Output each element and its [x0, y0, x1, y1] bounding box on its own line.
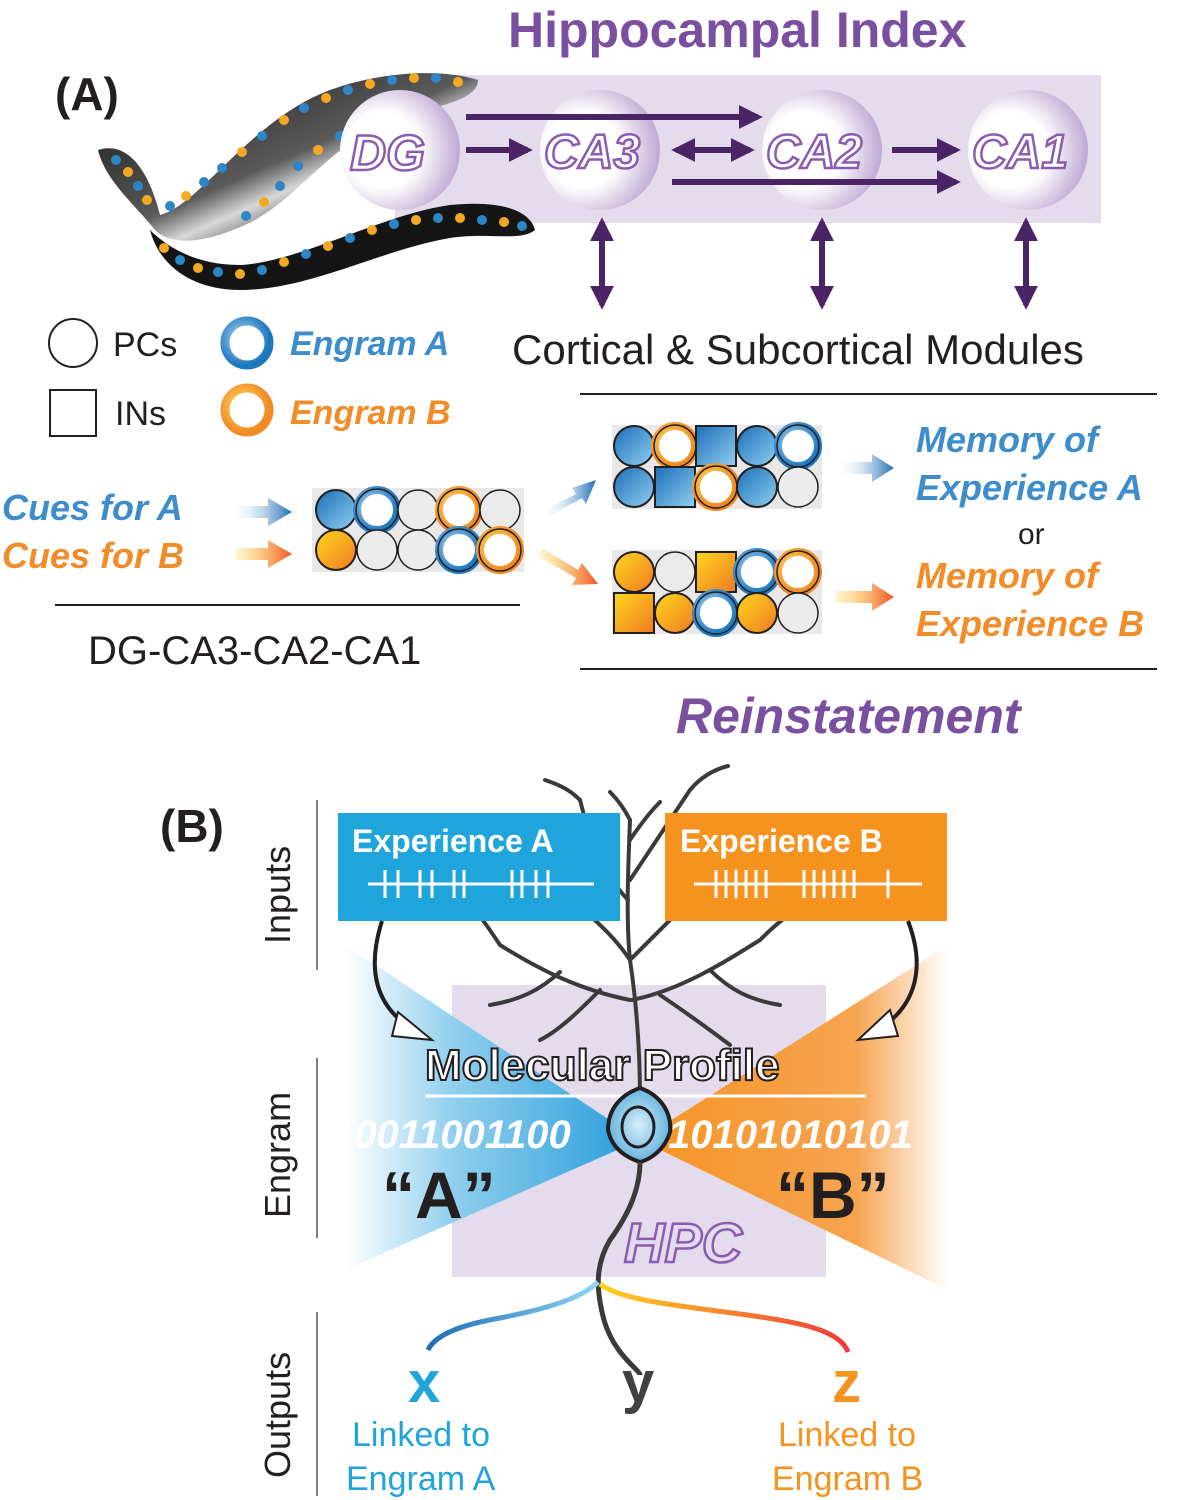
memory-b-line2: Experience B: [916, 603, 1144, 644]
memory-a-line2: Experience A: [916, 467, 1143, 508]
experience-a-spike-train: [368, 870, 594, 898]
experience-a-arrowhead: [390, 1010, 436, 1042]
legend-engram-a-symbol: [220, 316, 274, 370]
engram-b-code: 10101010101: [668, 1113, 913, 1157]
legend-engram-b-symbol: [220, 383, 274, 437]
region-label-dg: DG: [350, 125, 425, 181]
experience-a-label: Experience A: [352, 823, 554, 859]
dentate-band-lower: [150, 203, 535, 290]
region-arrows: [466, 105, 1038, 310]
engram-a-code: 10011001100: [332, 1113, 571, 1157]
cues-a-arrow: [228, 498, 292, 526]
reinstatement-label: Reinstatement: [676, 688, 1023, 744]
to-memory-b-arrow: [538, 548, 598, 585]
node-ca1: [968, 90, 1088, 210]
cue-cell-grid: [312, 486, 524, 574]
memory-b-arrow: [836, 583, 894, 611]
node-dg: [340, 90, 460, 210]
panel-b: (B) Inputs Engram Outputs: [160, 764, 948, 1498]
cues-a-label: Cues for A: [2, 487, 183, 528]
legend: PCs INs Engram A Engram B: [48, 316, 451, 437]
neuron-nucleus: [620, 1105, 656, 1149]
hpc-label: HPC: [624, 1211, 744, 1274]
panel-a-label: (A): [55, 68, 119, 120]
engram-a-label: “A”: [382, 1158, 496, 1232]
hippocampal-index-title: Hippocampal Index: [508, 2, 967, 58]
band-cells-upper: [111, 73, 463, 221]
experience-b-label: Experience B: [680, 823, 883, 859]
cues-b-arrow: [236, 540, 292, 568]
engram-a-cone: [345, 945, 640, 1270]
molecular-profile-label: Molecular Profile: [425, 1041, 780, 1090]
side-label-engram: Engram: [257, 1092, 298, 1218]
output-x-branch: [425, 1280, 600, 1352]
memory-a-arrow: [836, 454, 894, 482]
region-label-ca3: CA3: [544, 126, 640, 179]
modules-label: Cortical & Subcortical Modules: [512, 326, 1084, 373]
or-label: or: [1018, 518, 1045, 551]
output-z-line2: Engram B: [772, 1460, 923, 1498]
memory-a-line1: Memory of: [916, 419, 1101, 460]
memory-b-line1: Memory of: [916, 555, 1101, 596]
neuron-dendrites: [468, 764, 810, 1102]
region-label-ca1: CA1: [972, 126, 1068, 179]
memory-a-grid: [612, 422, 822, 511]
experience-b-spike-train: [694, 870, 922, 898]
output-y-letter: y: [622, 1350, 654, 1415]
output-z-line1: Linked to: [778, 1416, 916, 1454]
to-memory-a-arrow: [540, 480, 596, 518]
neuron-axon: [595, 1161, 643, 1377]
output-x-line1: Linked to: [352, 1416, 490, 1454]
legend-engram-a-label: Engram A: [290, 325, 449, 363]
output-z-letter: z: [832, 1350, 861, 1415]
cues-b-label: Cues for B: [2, 535, 184, 576]
region-label-ca2: CA2: [766, 126, 862, 179]
output-z-branch: [598, 1281, 851, 1354]
experience-b-arrowhead: [855, 1008, 900, 1042]
side-label-outputs: Outputs: [257, 1352, 298, 1478]
output-x-letter: x: [408, 1350, 440, 1415]
experience-a-input: Experience A: [338, 813, 620, 921]
circuit-label: DG-CA3-CA2-CA1: [88, 629, 421, 673]
side-label-inputs: Inputs: [257, 846, 298, 944]
engram-b-label: “B”: [776, 1158, 890, 1232]
panel-b-label: (B): [160, 800, 224, 852]
output-x-line2: Engram A: [346, 1460, 496, 1498]
memory-b-grid: [612, 548, 822, 637]
band-cells-lower: [159, 213, 527, 279]
legend-pcs-label: PCs: [113, 326, 177, 364]
panel-a: (A) Hippocampal Index: [2, 2, 1157, 744]
legend-in-symbol: [49, 389, 97, 437]
legend-pc-symbol: [48, 318, 98, 368]
legend-ins-label: INs: [115, 395, 166, 433]
legend-engram-b-label: Engram B: [290, 394, 451, 432]
experience-b-input: Experience B: [665, 813, 947, 921]
